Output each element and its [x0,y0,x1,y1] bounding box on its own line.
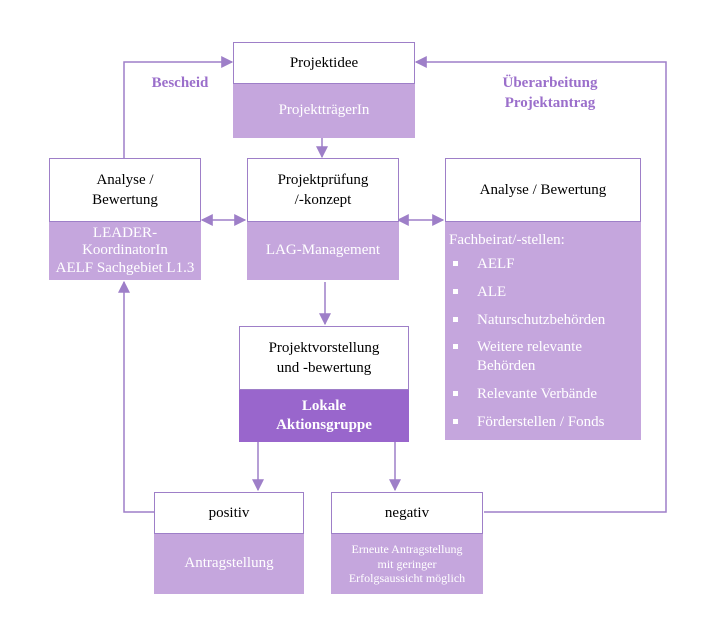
node-positiv: positiv [154,492,304,534]
node-projektidee: Projektidee [233,42,415,84]
node-projektpruefung: Projektprüfung /-konzept [247,158,399,222]
fachbeirat-item: Relevante Verbände [453,385,635,404]
node-erneute-antragstellung: Erneute Antragstellung mit geringer Erfo… [331,534,483,594]
node-lokale-aktionsgruppe: Lokale Aktionsgruppe [239,390,409,442]
projektidee-text: Projektidee [289,54,359,71]
negativ-text: negativ [384,504,430,521]
label-ueberarbeitung: Überarbeitung Projektantrag [480,73,620,114]
node-analyse-right: Analyse / Bewertung [445,158,641,222]
arrow-bescheid [123,56,234,158]
fachbeirat-head: Fachbeirat/-stellen: [449,232,565,248]
bescheid-text: Bescheid [151,75,209,91]
bullet-icon [453,261,458,266]
vorstellung-text-2: und -bewertung [276,360,372,376]
bullet-icon [453,316,458,322]
pruefung-text-2: /-konzept [294,192,352,208]
leader-text-3: AELF Sachgebiet L1.3 [55,259,195,276]
arrow-positiv-to-analyse [118,280,154,513]
lag-management-text: LAG-Management [265,242,381,259]
node-negativ: negativ [331,492,483,534]
node-projektvorstellung: Projektvorstellung und -bewertung [239,326,409,390]
fachbeirat-item: Naturschutzbehörden [453,311,635,330]
bullet-icon [453,288,458,294]
projekttraeger-text: ProjektträgerIn [278,102,370,119]
fachbeirat-item: Weitere relevante Behörden [453,338,635,376]
node-fachbeirat: Fachbeirat/-stellen: AELF ALE Naturschut… [445,222,641,440]
fachbeirat-item: Förderstellen / Fonds [453,413,635,432]
ueberarbeitung-text-2: Projektantrag [504,95,596,112]
pruefung-text-1: Projektprüfung [277,171,369,188]
erneute-text-2: mit geringer [377,556,437,571]
node-analyse-left: Analyse / Bewertung [49,158,201,222]
leader-text-2: KoordinatorIn [82,242,168,259]
analyse-right-text: Analyse / Bewertung [479,181,607,198]
antragstellung-text: Antragstellung [184,555,274,572]
lokale-text-2: Aktionsgruppe [276,417,372,433]
fachbeirat-item: AELF [453,255,635,274]
node-antragstellung: Antragstellung [154,534,304,594]
bullet-icon [453,418,458,424]
bullet-icon [453,344,458,350]
leader-text-1: LEADER- [92,225,158,242]
bullet-icon [453,390,458,396]
erneute-text-1: Erneute Antragstellung [351,542,463,557]
node-lag-management: LAG-Management [247,222,399,280]
node-projekttraeger: ProjektträgerIn [233,84,415,138]
positiv-text: positiv [208,504,250,521]
erneute-text-3: Erfolgsaussicht möglich [348,571,466,586]
lokale-text-1: Lokale [301,397,347,414]
arrow-ueberarbeitung [414,56,667,513]
analyse-left-text-2: Bewertung [92,192,158,208]
fachbeirat-item: ALE [453,283,635,302]
fachbeirat-list: AELF ALE Naturschutzbehörden Weitere rel… [449,255,635,431]
label-bescheid: Bescheid [140,73,220,93]
vorstellung-text-1: Projektvorstellung [268,339,380,356]
analyse-left-text-1: Analyse / [96,171,154,188]
node-leader-koordinator: LEADER- KoordinatorIn AELF Sachgebiet L1… [49,222,201,280]
ueberarbeitung-text-1: Überarbeitung [502,75,598,91]
